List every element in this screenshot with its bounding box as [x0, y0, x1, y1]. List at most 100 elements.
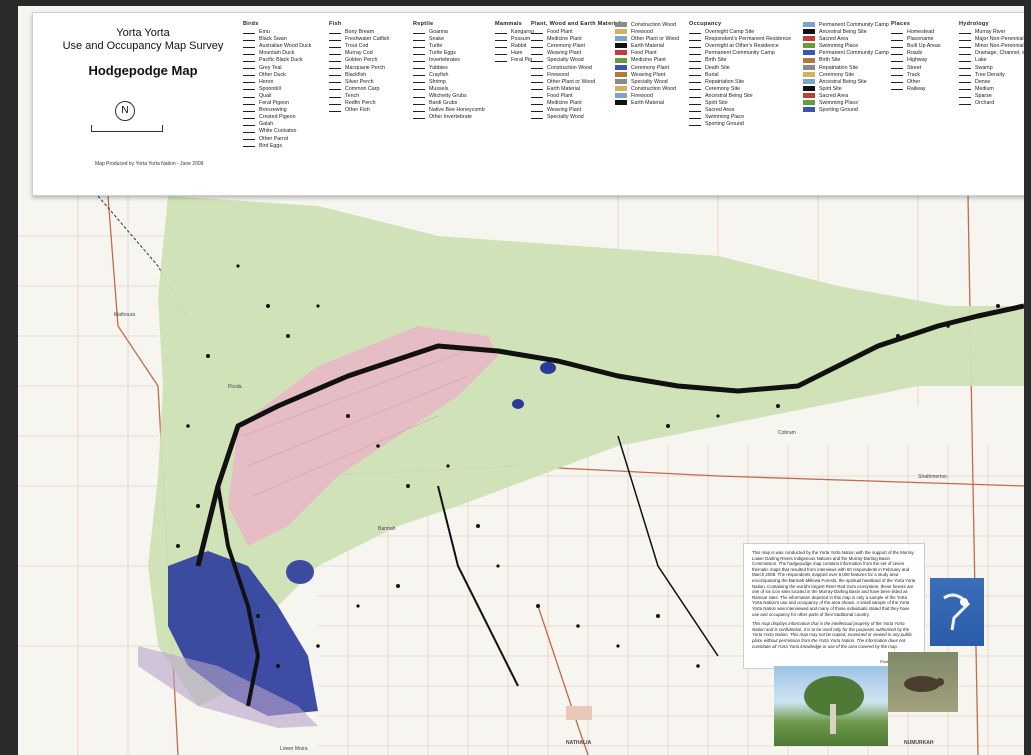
legend-symbol-icon [803, 36, 815, 42]
legend-item-label: Possum [511, 36, 531, 43]
legend-item-label: Invertebrates [429, 57, 460, 64]
legend-symbol-icon [413, 101, 425, 105]
placename-mathoura: Mathoura [114, 312, 136, 318]
legend-item: Bardi Grubs [413, 100, 485, 107]
legend-symbol-icon [243, 136, 255, 141]
title-line-2: Use and Occupancy Map Survey [62, 40, 224, 52]
legend-symbol-icon [891, 65, 903, 70]
legend-item: Sacred Area [803, 93, 889, 100]
legend-item: Firewood [531, 72, 621, 79]
legend-symbol-icon [689, 115, 701, 119]
photo-egret [930, 578, 984, 646]
legend-symbol-icon [689, 108, 701, 112]
legend-item-label: White Cockatoo [259, 128, 297, 135]
legend-item: Highway [891, 57, 941, 64]
legend-symbol-icon [329, 108, 341, 112]
legend-item-label: Swimming Place [819, 43, 859, 50]
legend-item-label: Ceremony Plant [547, 43, 585, 50]
legend-item-label: Other Plant or Wood [631, 36, 680, 43]
legend-item: Australian Wood Duck [243, 43, 311, 50]
legend-symbol-icon [615, 71, 627, 77]
pink-zone [228, 326, 498, 546]
legend-item-label: Native Bee Honeycomb [429, 107, 485, 114]
legend-item-label: Ancestral Being Site [705, 92, 753, 99]
legend-symbol-icon [243, 143, 255, 148]
legend-item: Kangaroo [495, 29, 534, 36]
legend-symbol-icon [689, 79, 701, 84]
legend-symbol-icon [413, 30, 425, 34]
legend-item: Food Plant [531, 29, 621, 36]
legend-symbol-icon [243, 65, 255, 70]
legend-symbol-icon [329, 86, 341, 91]
legend-heading: Plant, Wood and Earth Material [531, 21, 621, 27]
legend-symbol-icon [531, 58, 543, 63]
legend-symbol-icon [329, 51, 341, 55]
legend-item: Possum [495, 36, 534, 43]
legend-item: Swimming Place [689, 114, 791, 121]
legend-symbol-icon [495, 51, 507, 55]
legend-item-label: Dense [975, 78, 991, 85]
legend-item-label: Feral Pigeon [259, 100, 290, 107]
legend-symbol-icon [959, 101, 971, 105]
legend-symbol-icon [615, 43, 627, 49]
legend-item: Macquarie Perch [329, 65, 389, 72]
legend-item: Spoonbill [243, 86, 311, 93]
legend-item-label: Turtle [429, 43, 443, 50]
legend-symbol-icon [531, 86, 543, 91]
legend-item-label: Food Plant [547, 29, 573, 36]
legend-symbol-icon [959, 58, 971, 63]
legend-item-label: Sacred Area [705, 107, 735, 114]
legend-item: Sporting Ground [803, 107, 889, 114]
legend-item: Ancestral Being Site [803, 79, 889, 86]
legend-item: Other Plant or Wood [531, 79, 621, 86]
legend-symbol-icon [803, 22, 815, 28]
legend-item: Other Plant or Wood [615, 36, 679, 43]
symbol-cluster [176, 264, 1000, 668]
legend-symbol-icon [803, 29, 815, 35]
legend-item-label: Earth Material [631, 43, 664, 50]
legend-item-label: Pacific Black Duck [259, 57, 303, 64]
legend-symbol-icon [243, 86, 255, 91]
legend-item-label: Weaving Plant [547, 50, 582, 57]
legend-item: Tench [329, 93, 389, 100]
legend-item: Overnight at Other's Residence [689, 43, 791, 50]
photo-red-gum [774, 666, 888, 746]
legend-symbol-icon [413, 115, 425, 119]
legend-item: Weaving Plant [615, 72, 679, 79]
legend-item: Black Swan [243, 36, 311, 43]
legend-item-label: Firewood [547, 71, 569, 78]
legend-item: Redfin Perch [329, 100, 389, 107]
forest-area [148, 196, 1024, 706]
legend-item: Rabbit [495, 43, 534, 50]
legend-symbol-icon [413, 86, 425, 91]
legend-item-label: Death Site [705, 64, 730, 71]
legend-item-label: Firewood [631, 29, 653, 36]
legend-item-label: Medium [975, 85, 994, 92]
legend-heading: Fish [329, 21, 342, 27]
legend-item-label: Permanent Community Camp [705, 50, 775, 57]
legend-symbol-icon [615, 85, 627, 91]
legend-symbol-icon [615, 29, 627, 35]
legend-item: Minor Non-Perennial River [959, 43, 1024, 50]
legend-item-label: Respondent's Permanent Residence [705, 36, 792, 43]
legend-item: Bird Eggs [243, 143, 311, 150]
legend-item: Overnight Camp Site [689, 29, 791, 36]
legend-symbol-icon [689, 65, 701, 70]
legend-item-label: Sacred Area [819, 36, 849, 43]
placename-cobram: Cobram [778, 430, 796, 436]
legend-item-label: Placename [907, 36, 934, 43]
legend-item-label: Other [907, 78, 921, 85]
title-line-1: Yorta Yorta [116, 27, 170, 39]
legend-symbol-icon [243, 72, 255, 77]
legend-item: Street [891, 65, 941, 72]
legend-item-label: Tree Density [975, 71, 1005, 78]
legend-item: Firewood [615, 29, 679, 36]
legend-item-label: Swamp [975, 64, 993, 71]
legend-item: Yabbies [413, 65, 485, 72]
legend-item: Permanent Community Camp [803, 22, 889, 29]
legend-item: White Cockatoo [243, 128, 311, 135]
